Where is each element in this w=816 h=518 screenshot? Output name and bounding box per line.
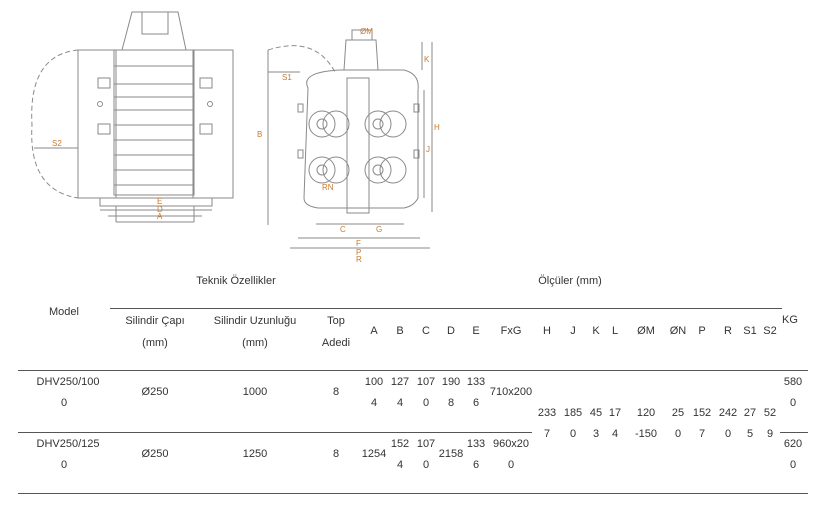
row2-e-2: 6 [472,459,480,471]
row1-c-1: 107 [416,376,436,388]
shared-l-1: 17 [608,407,622,419]
shared-on-2: 0 [674,428,682,440]
row2-c-1: 107 [416,438,436,450]
drawing-label-b: B [257,130,262,139]
col-header-s1: S1 [743,325,757,337]
shared-j-2: 0 [569,428,577,440]
row2-model-2: 0 [60,459,68,471]
shared-k-1: 45 [589,407,603,419]
row2-b-2: 4 [396,459,404,471]
row2-balls: 8 [332,448,340,460]
row1-diameter: Ø250 [141,386,169,398]
drawing-label-om: ØM [360,27,373,36]
row2-diameter: Ø250 [141,448,169,460]
drawing-label-d: D [157,205,163,214]
shared-p-2: 7 [698,428,706,440]
drawing-label-s1: S1 [282,73,292,82]
shared-l-2: 4 [611,428,619,440]
col-header-d: D [447,325,455,337]
col-header-length-unit: (mm) [242,337,268,349]
col-header-on: ØN [669,325,687,337]
shared-om-1: 120 [636,407,656,419]
col-header-c: C [422,325,430,337]
drawing-label-k: K [424,55,430,64]
row2-a: 1254 [361,448,387,460]
col-header-a: A [370,325,378,337]
drawing-label-g: G [376,225,382,234]
shared-p-1: 152 [692,407,712,419]
col-header-k: K [592,325,600,337]
shared-r-1: 242 [718,407,738,419]
row2-kg-2: 0 [789,459,797,471]
shared-om-2: -150 [634,428,658,440]
shared-j-1: 185 [563,407,583,419]
row2-fxg-1: 960x20 [492,438,530,450]
drawing-label-s2: S2 [52,139,62,148]
row1-c-2: 0 [422,397,430,409]
col-header-s2: S2 [763,325,777,337]
col-header-h: H [543,325,551,337]
col-header-l: L [611,325,619,337]
drawing-label-j: J [426,145,430,154]
col-header-b: B [396,325,404,337]
row1-a-1: 100 [364,376,384,388]
technical-drawing: S2 S1 B ØM K H J RN E D A C G F P R [31,11,440,262]
row1-d-1: 190 [441,376,461,388]
shared-s2-1: 52 [763,407,777,419]
row2-b-1: 152 [390,438,410,450]
row2-d: 2158 [438,448,464,460]
col-header-model: Model [49,306,79,318]
col-header-p: P [698,325,706,337]
group-header-technical: Teknik Özellikler [196,275,276,287]
drawing-label-rn: RN [322,183,334,192]
row2-e-1: 133 [466,438,486,450]
row1-length: 1000 [242,386,268,398]
drawing-label-p: P [356,248,361,257]
row2-length: 1250 [242,448,268,460]
col-header-fxg: FxG [500,325,522,337]
shared-r-2: 0 [724,428,732,440]
col-header-diameter: Silindir Çapı [125,315,185,327]
drawing-label-c: C [340,225,346,234]
row2-model-1: DHV250/125 [36,438,100,450]
drawing-label-f: F [356,239,361,248]
group-header-dimensions: Ölçüler (mm) [538,275,602,287]
shared-s1-1: 27 [743,407,757,419]
shared-h-1: 233 [537,407,557,419]
row1-fxg: 710x200 [489,386,533,398]
row1-d-2: 8 [447,397,455,409]
drawing-label-r: R [356,255,362,262]
row1-b-2: 4 [396,397,404,409]
col-header-diameter-unit: (mm) [142,337,168,349]
col-header-om: ØM [637,325,655,337]
shared-k-2: 3 [592,428,600,440]
row1-kg-2: 0 [789,397,797,409]
row1-e-1: 133 [466,376,486,388]
drawing-label-h: H [434,123,440,132]
col-header-j: J [570,325,576,337]
shared-on-1: 25 [671,407,685,419]
row1-model-1: DHV250/100 [36,376,100,388]
row1-e-2: 6 [472,397,480,409]
row2-kg-1: 620 [783,438,803,450]
row1-kg-1: 580 [783,376,803,388]
col-header-balls-2: Adedi [321,337,351,349]
col-header-e: E [472,325,480,337]
row2-c-2: 0 [422,459,430,471]
row1-model-2: 0 [60,397,68,409]
col-header-balls: Top [327,315,345,327]
drawing-label-a: A [157,212,163,221]
drawing-label-e: E [157,197,162,206]
col-header-length: Silindir Uzunluğu [213,315,297,327]
shared-s1-2: 5 [746,428,754,440]
shared-s2-2: 9 [766,428,774,440]
row2-fxg-2: 0 [507,459,515,471]
row1-balls: 8 [332,386,340,398]
row1-b-1: 127 [390,376,410,388]
col-header-kg: KG [782,314,798,326]
col-header-r: R [724,325,732,337]
shared-h-2: 7 [543,428,551,440]
row1-a-2: 4 [370,397,378,409]
